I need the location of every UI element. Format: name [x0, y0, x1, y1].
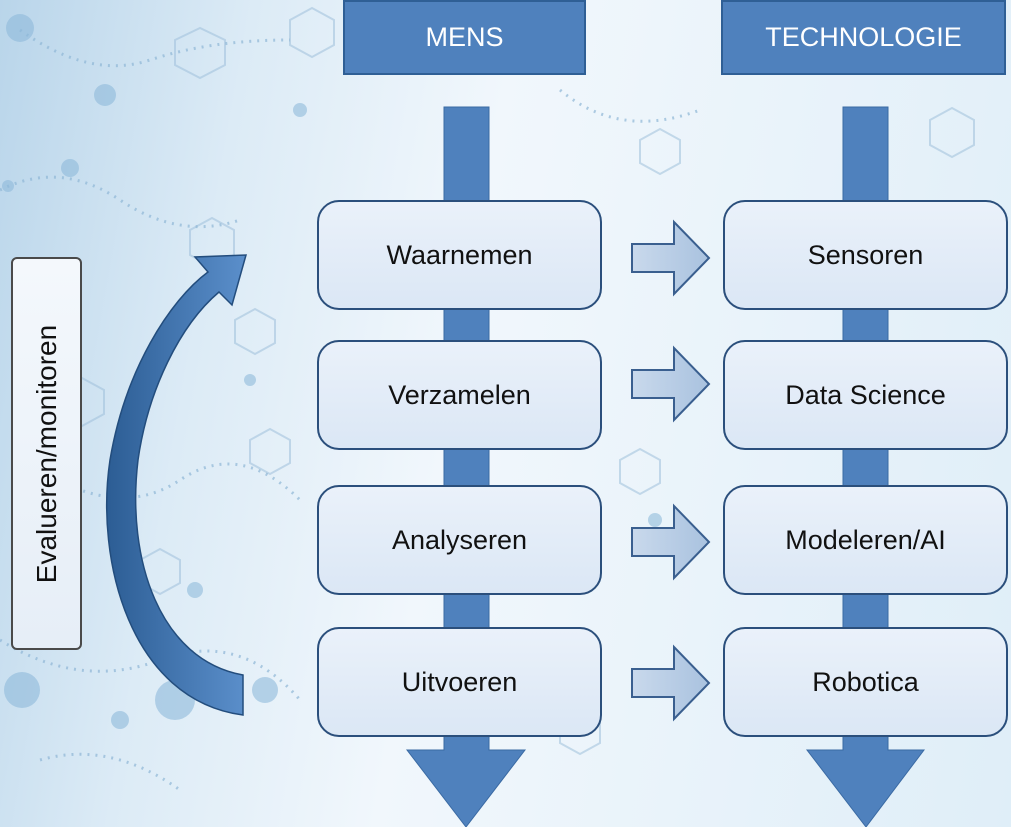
tech-data-science: Data Science [723, 340, 1008, 450]
step-uitvoeren: Uitvoeren [317, 627, 602, 737]
step-analyseren: Analyseren [317, 485, 602, 595]
tech-modeleren-ai: Modeleren/AI [723, 485, 1008, 595]
mens-header: MENS [343, 0, 586, 75]
feedback-label: Evalueren/monitoren [11, 257, 82, 650]
connector-arrow-3 [631, 503, 711, 581]
feedback-label-text: Evalueren/monitoren [30, 324, 62, 583]
tech-robotica: Robotica [723, 627, 1008, 737]
connector-arrow-1 [631, 219, 711, 297]
connector-arrow-4 [631, 644, 711, 722]
tech-sensoren: Sensoren [723, 200, 1008, 310]
step-waarnemen: Waarnemen [317, 200, 602, 310]
technologie-header: TECHNOLOGIE [721, 0, 1006, 75]
step-verzamelen: Verzamelen [317, 340, 602, 450]
connector-arrow-2 [631, 345, 711, 423]
